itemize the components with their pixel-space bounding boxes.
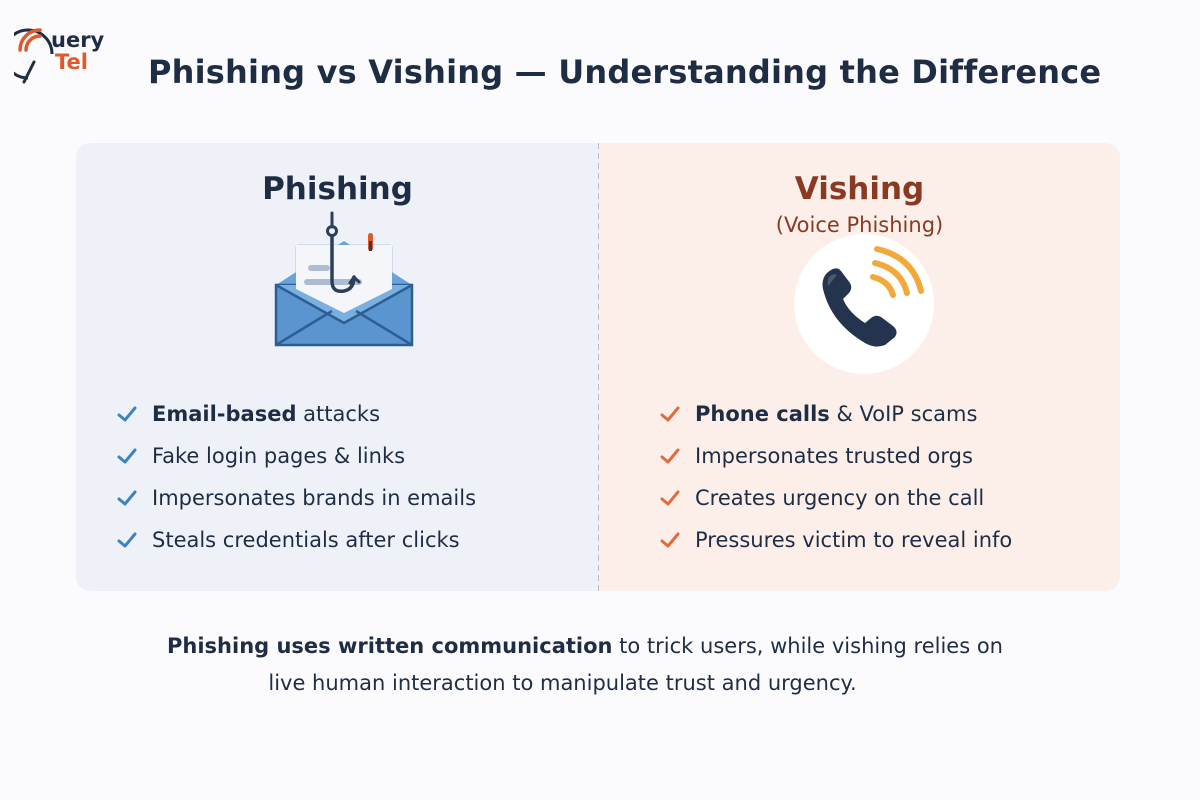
vishing-heading: Vishing: [794, 171, 925, 207]
page-title: Phishing vs Vishing — Understanding the …: [148, 53, 1102, 91]
logo-text-tel: Tel: [55, 50, 88, 74]
check-icon: [117, 448, 137, 464]
vishing-panel: Vishing (Voice Phishing) Phone calls & V…: [599, 143, 1120, 591]
item-text: attacks: [296, 402, 381, 426]
list-item: Creates urgency on the call: [659, 477, 1012, 519]
item-text: Impersonates trusted orgs: [695, 444, 973, 468]
phone-waves-icon: [791, 231, 937, 377]
company-logo: uery Tel: [2, 20, 105, 92]
item-text: Impersonates brands in emails: [152, 486, 477, 510]
phishing-heading: Phishing: [262, 171, 413, 207]
check-icon: [660, 406, 680, 422]
summary-line-2: live human interaction to manipulate tru…: [268, 671, 857, 695]
item-text: Fake login pages & links: [152, 444, 406, 468]
item-text: Steals credentials after clicks: [152, 528, 460, 552]
list-item: Impersonates trusted orgs: [659, 435, 1012, 477]
comparison-panel: Phishing: [76, 143, 1120, 591]
envelope-hook-icon: [274, 211, 414, 347]
list-item: Phone calls & VoIP scams: [659, 393, 1012, 435]
list-item: Steals credentials after clicks: [116, 519, 476, 561]
logo-text-uery: uery: [51, 28, 105, 52]
summary-line-1: Phishing uses written communication to t…: [0, 628, 1200, 665]
phishing-list: Email-based attacks Fake login pages & l…: [116, 393, 476, 561]
item-text: Creates urgency on the call: [695, 486, 985, 510]
list-item: Email-based attacks: [116, 393, 476, 435]
check-icon: [660, 448, 680, 464]
summary-text: Phishing uses written communication to t…: [0, 628, 1200, 702]
summary-line1-rest: to trick users, while vishing relies on: [612, 634, 1003, 658]
vishing-subheading: (Voice Phishing): [775, 213, 944, 237]
check-icon: [660, 490, 680, 506]
summary-bold: Phishing uses written communication: [167, 634, 613, 658]
item-bold-text: Email-based: [152, 402, 297, 426]
check-icon: [117, 532, 137, 548]
list-item: Impersonates brands in emails: [116, 477, 476, 519]
vishing-list: Phone calls & VoIP scams Impersonates tr…: [659, 393, 1012, 561]
item-bold-text: Phone calls: [695, 402, 830, 426]
item-text: Pressures victim to reveal info: [695, 528, 1013, 552]
item-text: & VoIP scams: [829, 402, 978, 426]
list-item: Pressures victim to reveal info: [659, 519, 1012, 561]
check-icon: [117, 490, 137, 506]
check-icon: [117, 406, 137, 422]
phishing-panel: Phishing: [76, 143, 599, 591]
list-item: Fake login pages & links: [116, 435, 476, 477]
check-icon: [660, 532, 680, 548]
